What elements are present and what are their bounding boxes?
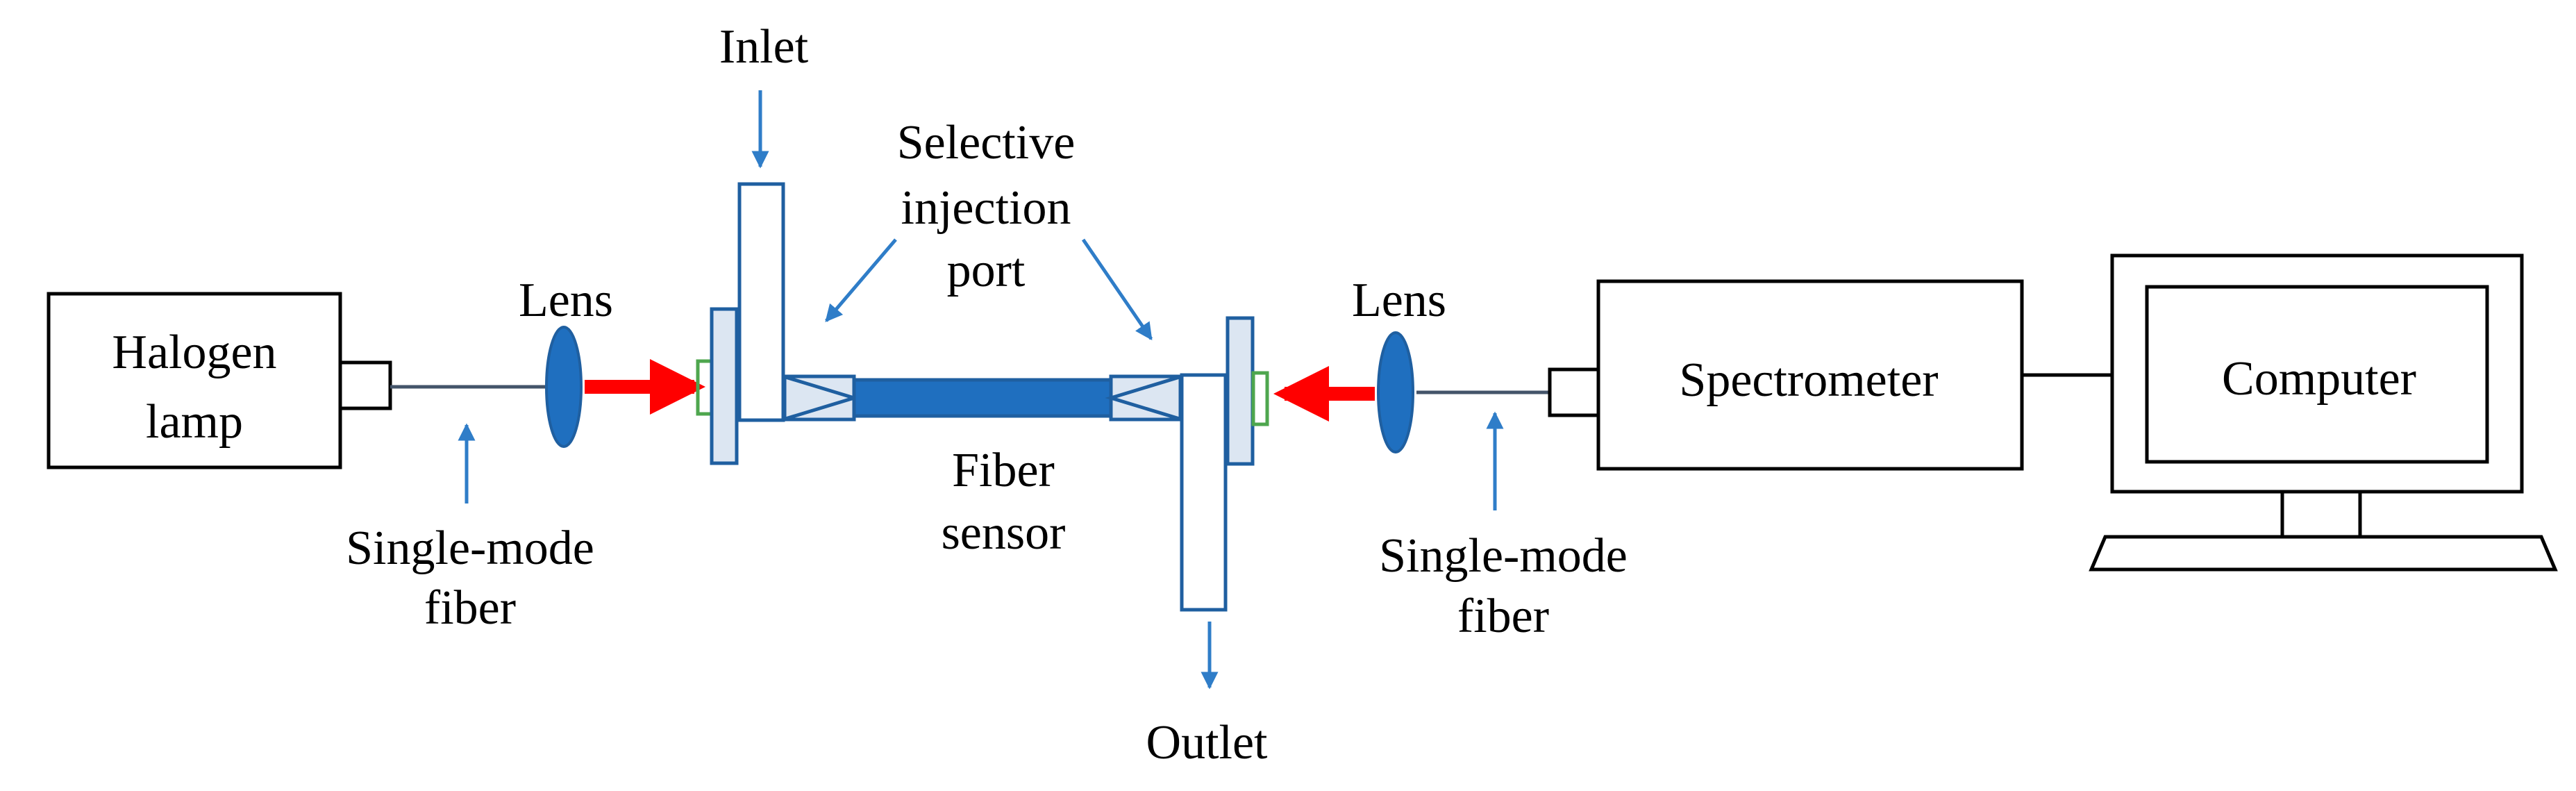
halogen-lamp: Halogen lamp bbox=[47, 292, 392, 469]
single-mode-fiber-left-label-line1: Single-mode bbox=[346, 522, 594, 575]
injection-port-left bbox=[783, 374, 860, 422]
connector-left bbox=[696, 359, 714, 416]
spectrometer-label: Spectrometer bbox=[1679, 353, 1938, 407]
single-mode-fiber-right-label-line2: fiber bbox=[1457, 590, 1549, 643]
selective-injection-port-label-line2: injection bbox=[901, 181, 1071, 235]
inlet-label: Inlet bbox=[719, 20, 809, 74]
inlet-tube bbox=[737, 182, 785, 422]
single-mode-fiber-right-label-line1: Single-mode bbox=[1379, 529, 1628, 583]
computer: Computer bbox=[2089, 253, 2558, 572]
fiber-sensor-label-line1: Fiber bbox=[952, 444, 1055, 497]
lens-left-label: Lens bbox=[519, 274, 613, 327]
computer-label: Computer bbox=[2222, 352, 2416, 406]
pointer-arrow-injection-port-left bbox=[825, 238, 897, 322]
computer-screen bbox=[2145, 285, 2489, 464]
fiber-sensor-label-line2: sensor bbox=[942, 506, 1066, 560]
lens-left bbox=[545, 326, 583, 448]
fiber-sensor bbox=[852, 378, 1113, 418]
halogen-lamp-label-line1: Halogen bbox=[112, 326, 276, 379]
connector-right bbox=[1251, 371, 1269, 426]
outlet-label: Outlet bbox=[1146, 716, 1269, 769]
selective-injection-port-label-line1: Selective bbox=[897, 116, 1076, 169]
computer-stand bbox=[2280, 490, 2362, 539]
lens-right bbox=[1377, 331, 1414, 453]
flange-left bbox=[710, 307, 739, 465]
spectrometer: Spectrometer bbox=[1548, 279, 2024, 471]
pointer-arrow-injection-port-right bbox=[1081, 238, 1153, 341]
lens-right-label: Lens bbox=[1352, 274, 1446, 327]
computer-keyboard bbox=[2089, 535, 2558, 572]
flange-right bbox=[1226, 316, 1255, 466]
outlet-tube bbox=[1180, 373, 1228, 612]
injection-port-right bbox=[1105, 374, 1182, 422]
selective-injection-port-label-line3: port bbox=[947, 244, 1026, 297]
single-mode-fiber-left-label-line2: fiber bbox=[424, 581, 516, 635]
halogen-lamp-label-line2: lamp bbox=[146, 395, 243, 449]
